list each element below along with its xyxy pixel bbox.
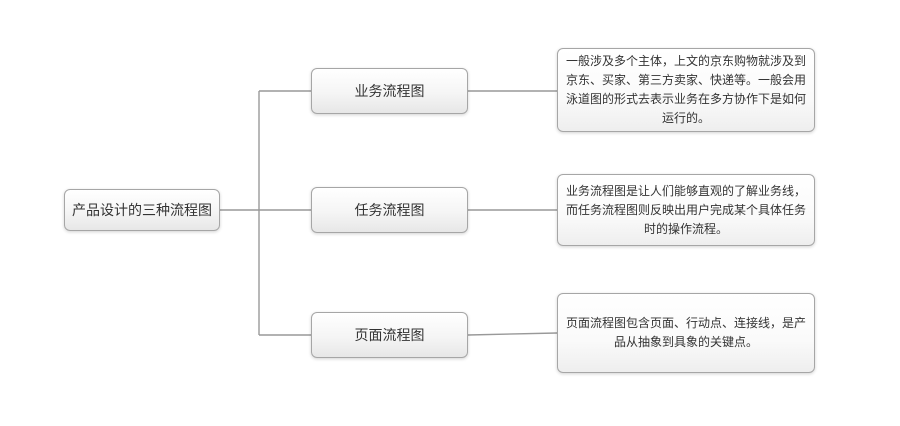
description-text: 一般涉及多个主体，上文的京东购物就涉及到京东、买家、第三方卖家、快递等。一般会用… (565, 54, 806, 125)
description-node-business-flowchart[interactable]: 一般涉及多个主体，上文的京东购物就涉及到京东、买家、第三方卖家、快递等。一般会用… (557, 48, 815, 132)
description-node-page-flowchart[interactable]: 页面流程图包含页面、行动点、连接线，是产品从抽象到具象的关键点。 (557, 293, 815, 373)
branch-node-label: 页面流程图 (354, 327, 425, 343)
branch-node-page-flowchart[interactable]: 页面流程图 (311, 312, 468, 358)
root-node[interactable]: 产品设计的三种流程图 (64, 189, 220, 231)
connector-branch-3-to-desc (467, 332, 558, 336)
branch-node-task-flowchart[interactable]: 任务流程图 (311, 187, 468, 233)
description-text: 页面流程图包含页面、行动点、连接线，是产品从抽象到具象的关键点。 (565, 316, 806, 349)
description-node-task-flowchart[interactable]: 业务流程图是让人们能够直观的了解业务线，而任务流程图则反映出用户完成某个具体任务… (557, 174, 815, 246)
description-text: 业务流程图是让人们能够直观的了解业务线，而任务流程图则反映出用户完成某个具体任务… (565, 183, 806, 236)
branch-node-label: 任务流程图 (354, 202, 425, 218)
branch-node-label: 业务流程图 (354, 83, 425, 99)
root-node-label: 产品设计的三种流程图 (72, 202, 212, 218)
branch-node-business-flowchart[interactable]: 业务流程图 (311, 68, 468, 114)
